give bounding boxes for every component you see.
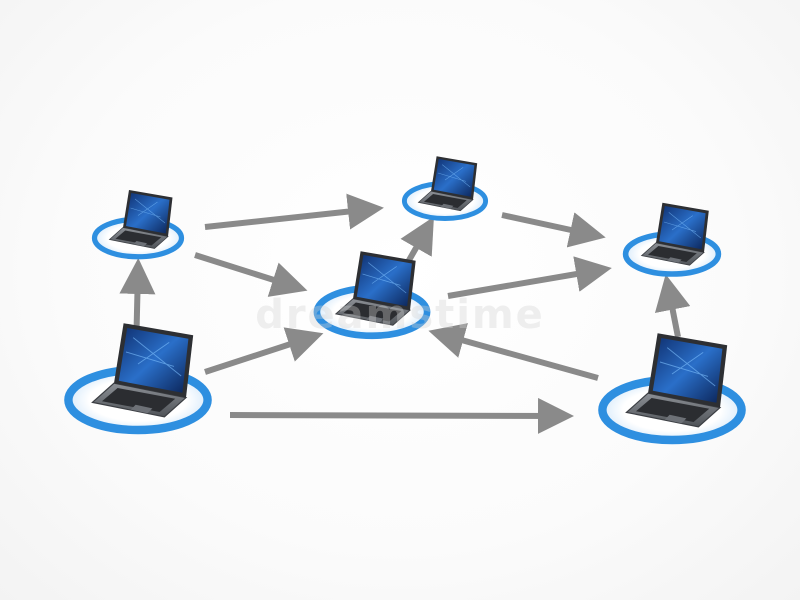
arrow-center-to-topcenter bbox=[400, 216, 434, 264]
laptop-keyboard bbox=[636, 398, 710, 422]
node-top-center bbox=[401, 156, 489, 221]
arrow-topleft-to-center bbox=[194, 252, 308, 297]
arrow-topcenter-to-topright bbox=[501, 212, 606, 248]
node-bottom-left bbox=[64, 323, 212, 435]
laptop-keyboard bbox=[424, 194, 467, 208]
laptop-keyboard bbox=[343, 302, 402, 322]
screen-pattern bbox=[659, 347, 716, 387]
node-center bbox=[313, 251, 431, 340]
laptop-touchpad bbox=[440, 203, 454, 209]
node-top-left bbox=[91, 190, 185, 260]
laptop-touchpad bbox=[667, 257, 682, 263]
laptop-touchpad bbox=[130, 404, 153, 414]
arrow-bottomleft-to-bottomright bbox=[229, 397, 574, 434]
arrow-bottomright-to-center bbox=[428, 323, 599, 381]
arrow-center-to-topright bbox=[447, 256, 612, 299]
laptop-keyboard bbox=[115, 230, 162, 246]
arrow-bottomright-to-topright bbox=[654, 274, 691, 338]
laptop-keyboard bbox=[102, 388, 176, 412]
screen-pattern bbox=[437, 164, 471, 188]
laptop-touchpad bbox=[133, 241, 147, 247]
screen-pattern bbox=[362, 262, 407, 294]
screen-pattern bbox=[125, 337, 182, 377]
laptop-touchpad bbox=[366, 315, 384, 323]
node-bottom-right bbox=[598, 333, 746, 445]
laptop-keyboard bbox=[648, 246, 697, 262]
screen-pattern bbox=[663, 212, 701, 239]
laptop-touchpad bbox=[664, 414, 687, 424]
screen-pattern bbox=[130, 198, 166, 224]
laptop-nodes bbox=[64, 156, 746, 445]
arrow-topleft-to-topcenter bbox=[204, 193, 384, 230]
arrow-bottomleft-to-center bbox=[204, 327, 324, 375]
node-top-right bbox=[622, 202, 722, 277]
